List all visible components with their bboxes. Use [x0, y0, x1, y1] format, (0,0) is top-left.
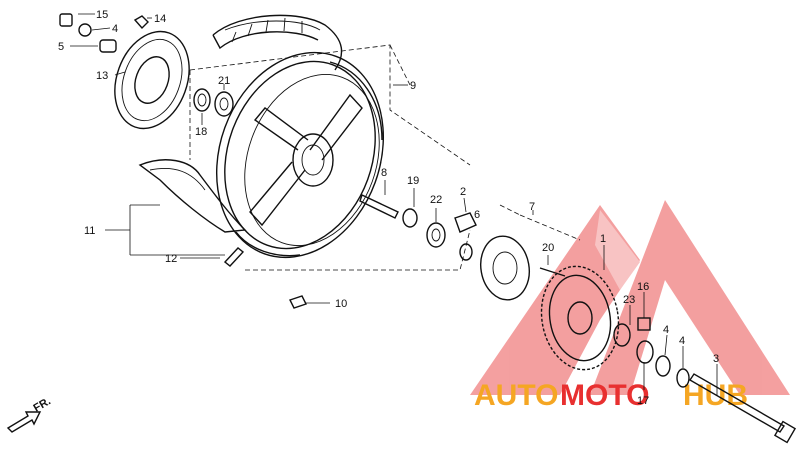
bearings-drawing: [193, 88, 234, 117]
callout-4-lower: 4: [679, 335, 685, 347]
callout-23: 22: [430, 194, 442, 206]
tire-drawing: [212, 14, 343, 71]
callout-1: 1: [600, 233, 606, 245]
callout-6: 5: [58, 41, 64, 53]
callout-13: 12: [165, 253, 177, 265]
callout-8: 7: [529, 201, 535, 213]
callout-4-upper: 4: [112, 23, 118, 35]
callout-12: 11: [84, 225, 95, 237]
sprocket-carrier-drawing: [480, 235, 566, 301]
leader-lines: [70, 13, 718, 395]
sprocket-drawing: [540, 265, 620, 371]
callout-10: 9: [410, 80, 416, 92]
callout-21: 20: [542, 242, 554, 254]
callout-17: 16: [637, 281, 649, 293]
hub-spacers-drawing: [359, 194, 477, 261]
callout-14: 13: [96, 70, 108, 82]
wheel-rim-drawing: [215, 51, 385, 259]
axle-hardware-drawing: [613, 317, 797, 444]
callout-11: 10: [335, 298, 347, 310]
watermark-moto: MOTO: [560, 379, 649, 412]
brake-disc-drawing: [114, 30, 190, 130]
callout-5: 4: [663, 324, 669, 336]
watermark-triangles: [470, 200, 790, 395]
small-hardware-drawing: [59, 13, 149, 53]
callout-15: 14: [154, 13, 166, 25]
valve-and-clip-drawing: [223, 247, 307, 309]
callout-2: 2: [460, 186, 466, 198]
callout-9: 8: [381, 167, 387, 179]
callout-22: 21: [218, 75, 230, 87]
front-direction-arrow: FR.: [6, 395, 53, 433]
front-direction-label: FR.: [32, 395, 53, 414]
callout-24: 23: [623, 294, 635, 306]
assembly-brackets: [189, 44, 581, 271]
callout-16: 15: [96, 9, 108, 21]
callout-7: 6: [474, 209, 480, 221]
callout-19: 18: [195, 126, 207, 138]
splash-guard-drawing: [138, 159, 247, 233]
callout-18: 17: [637, 395, 649, 407]
callout-20: 19: [407, 175, 419, 187]
watermark-logo: AUTO MOTO HUB: [470, 200, 790, 412]
callout-3: 3: [713, 353, 719, 365]
watermark-auto: AUTO: [474, 379, 558, 412]
callout-numbers: 15 4 5 14 13 21 18 9 8 19 22 2 6 7 20 11…: [58, 9, 719, 407]
